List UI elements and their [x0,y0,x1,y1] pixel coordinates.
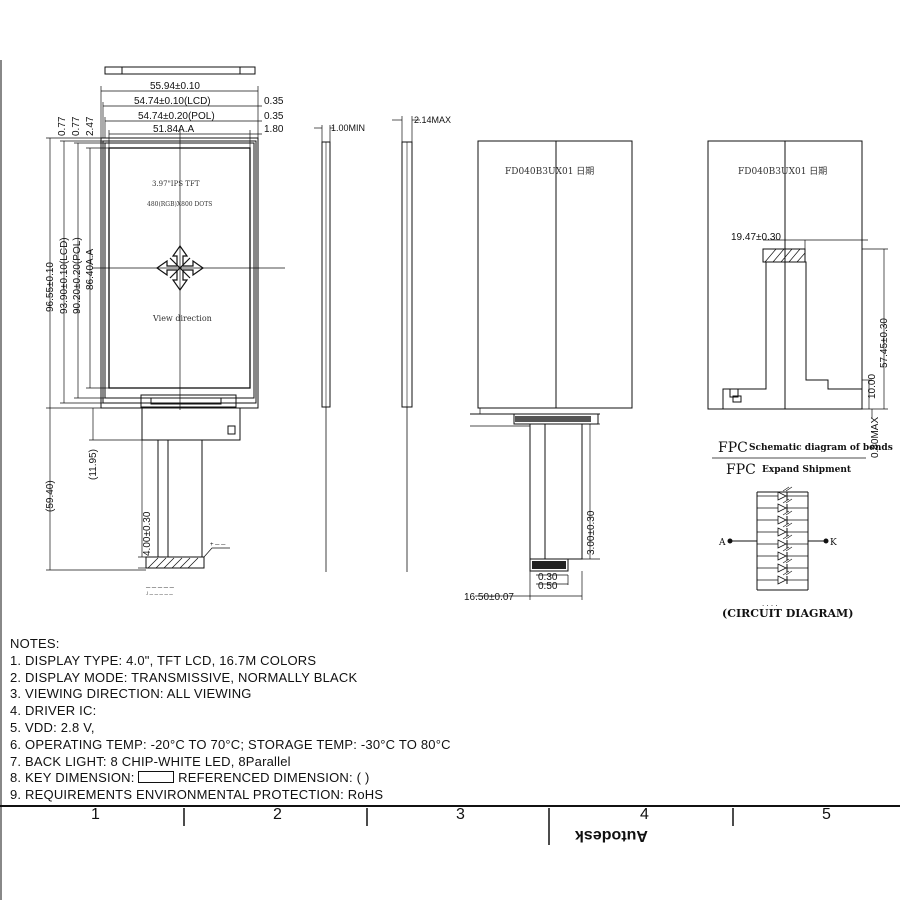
dim-19-47: 19.47±0.30 [731,232,781,243]
fpc-label-bends: FPC [718,440,748,456]
screen-label-type: 3.97"IPS TFT [152,180,200,188]
led-6 [757,546,808,561]
note-item-7: 7. BACK LIGHT: 8 CHIP-WHITE LED, 8Parall… [10,753,291,769]
dim-aa-width: 51.84A.A [153,124,194,135]
dim-outline-height: 96.55±0.10 [45,262,56,312]
back-view: FD040B3UX01 日期 3.00±0.30 0.30 0.50 16.50… [464,140,633,603]
fpc-desc-shipment: Expand Shipment [762,465,852,475]
dim-top-247: 2.47 [85,116,96,136]
dim-back-030: 0.30 [538,572,558,583]
led-2 [757,498,808,513]
fpc-desc-bends: Schematic diagram of bends [749,443,893,453]
key-dimension-box [138,771,175,784]
dim-59-40: (59.40) [45,480,56,512]
dim-lcd-height: 93.90±0.10(LCD) [59,237,70,314]
note-item-1: 1. DISPLAY TYPE: 4.0", TFT LCD, 16.7M CO… [10,652,317,668]
dim-11-95: (11.95) [88,449,99,480]
dim-080max: 0.80MAX [870,417,881,458]
led-3 [757,510,808,525]
svg-text:. . . .: . . . . [762,599,778,608]
led-8 [757,570,808,585]
view-direction-icon [155,244,205,292]
fpc-bend-view: FD040B3UX01 日期 19.47±0.30 57.45±0.30 10.… [707,140,893,478]
circuit-caption: (CIRCUIT DIAGRAM) [722,607,853,620]
dim-top-077a: 0.77 [57,116,68,136]
screen-label-resolution: 480(RGB)X800 DOTS [147,201,212,208]
dim-thickness-max: 2.14MAX [414,115,451,125]
dim-pol-margin: 0.35 [264,111,284,122]
top-edge-view [104,66,256,75]
fpc-stiffener [145,556,205,569]
note-item-5: 5. VDD: 2.8 V, [10,719,95,735]
front-view: + ─ ─ ─ ─ ─ ─ ─ ┘─ ─ ─ ─ ─ 3.97"IPS TFT … [45,66,285,598]
zone-2: 2 [273,806,282,823]
dim-back-fpc-width: 16.50±0.07 [464,592,514,603]
notes-title: NOTES: [10,636,60,651]
dim-thickness-min: 1.00MIN [331,123,365,133]
notes-block: NOTES: 1. DISPLAY TYPE: 4.0", TFT LCD, 1… [10,636,570,804]
glass-ledge [140,394,237,408]
dim-57-45: 57.45±0.30 [879,318,890,368]
note-item-8: 8. KEY DIMENSION: REFERENCED DIMENSION: … [10,770,570,787]
led-7 [757,558,808,573]
back-part-label: FD040B3UX01 日期 [505,166,594,177]
zone-5: 5 [822,806,831,823]
note-item-9: 9. REQUIREMENTS ENVIRONMENTAL PROTECTION… [10,787,384,803]
fpc-label-shipment: FPC [726,462,756,478]
side-view: 1.00MIN 2.14MAX [314,115,451,572]
led-circuit-diagram: A K . . . . (CIRCUIT DIAGRAM) [718,486,853,620]
zone-3: 3 [456,806,465,823]
autodesk-brand: Autodesk [575,827,648,844]
dim-top-077b: 0.77 [71,116,82,136]
bend-part-label: FD040B3UX01 日期 [738,166,827,177]
anode-label: A [718,538,726,548]
led-4 [757,522,808,537]
dim-lcd-width: 54.74±0.10(LCD) [134,96,211,107]
zone-1: 1 [91,806,100,823]
dim-outline-width: 55.94±0.10 [150,81,200,92]
dim-aa-margin: 1.80 [264,124,284,135]
dim-lcd-margin: 0.35 [264,96,284,107]
dim-10-00: 10.00 [867,374,878,399]
note-item-2: 2. DISPLAY MODE: TRANSMISSIVE, NORMALLY … [10,669,358,685]
led-5 [757,534,808,549]
cathode-label: K [830,538,837,548]
dim-back-fpc-tail: 3.00±0.30 [586,510,597,555]
dim-pol-width: 54.74±0.20(POL) [138,111,215,122]
zone-4: 4 [640,806,649,823]
note-item-8-suffix: REFERENCED DIMENSION: ( ) [178,770,370,786]
svg-text:+ ─ ─: + ─ ─ [210,542,226,548]
svg-text:┘─ ─ ─ ─ ─: ┘─ ─ ─ ─ ─ [145,591,173,598]
svg-text:─ ─ ─ ─ ─: ─ ─ ─ ─ ─ [145,585,175,591]
note-item-6: 6. OPERATING TEMP: -20°C TO 70°C; STORAG… [10,736,451,752]
note-item-4: 4. DRIVER IC: [10,703,97,719]
view-direction-label: View direction [152,314,212,323]
dim-back-050: 0.50 [538,581,558,592]
dim-pol-height: 90.20±0.20(POL) [72,237,83,314]
dim-fpc-tail-front: 4.00±0.30 [142,511,153,556]
note-item-8-text: 8. KEY DIMENSION: [10,770,135,786]
led-1 [757,486,808,501]
dim-aa-height: 86.40A.A [85,249,96,290]
note-item-3: 3. VIEWING DIRECTION: ALL VIEWING [10,686,252,702]
lcd-outline [102,140,257,404]
